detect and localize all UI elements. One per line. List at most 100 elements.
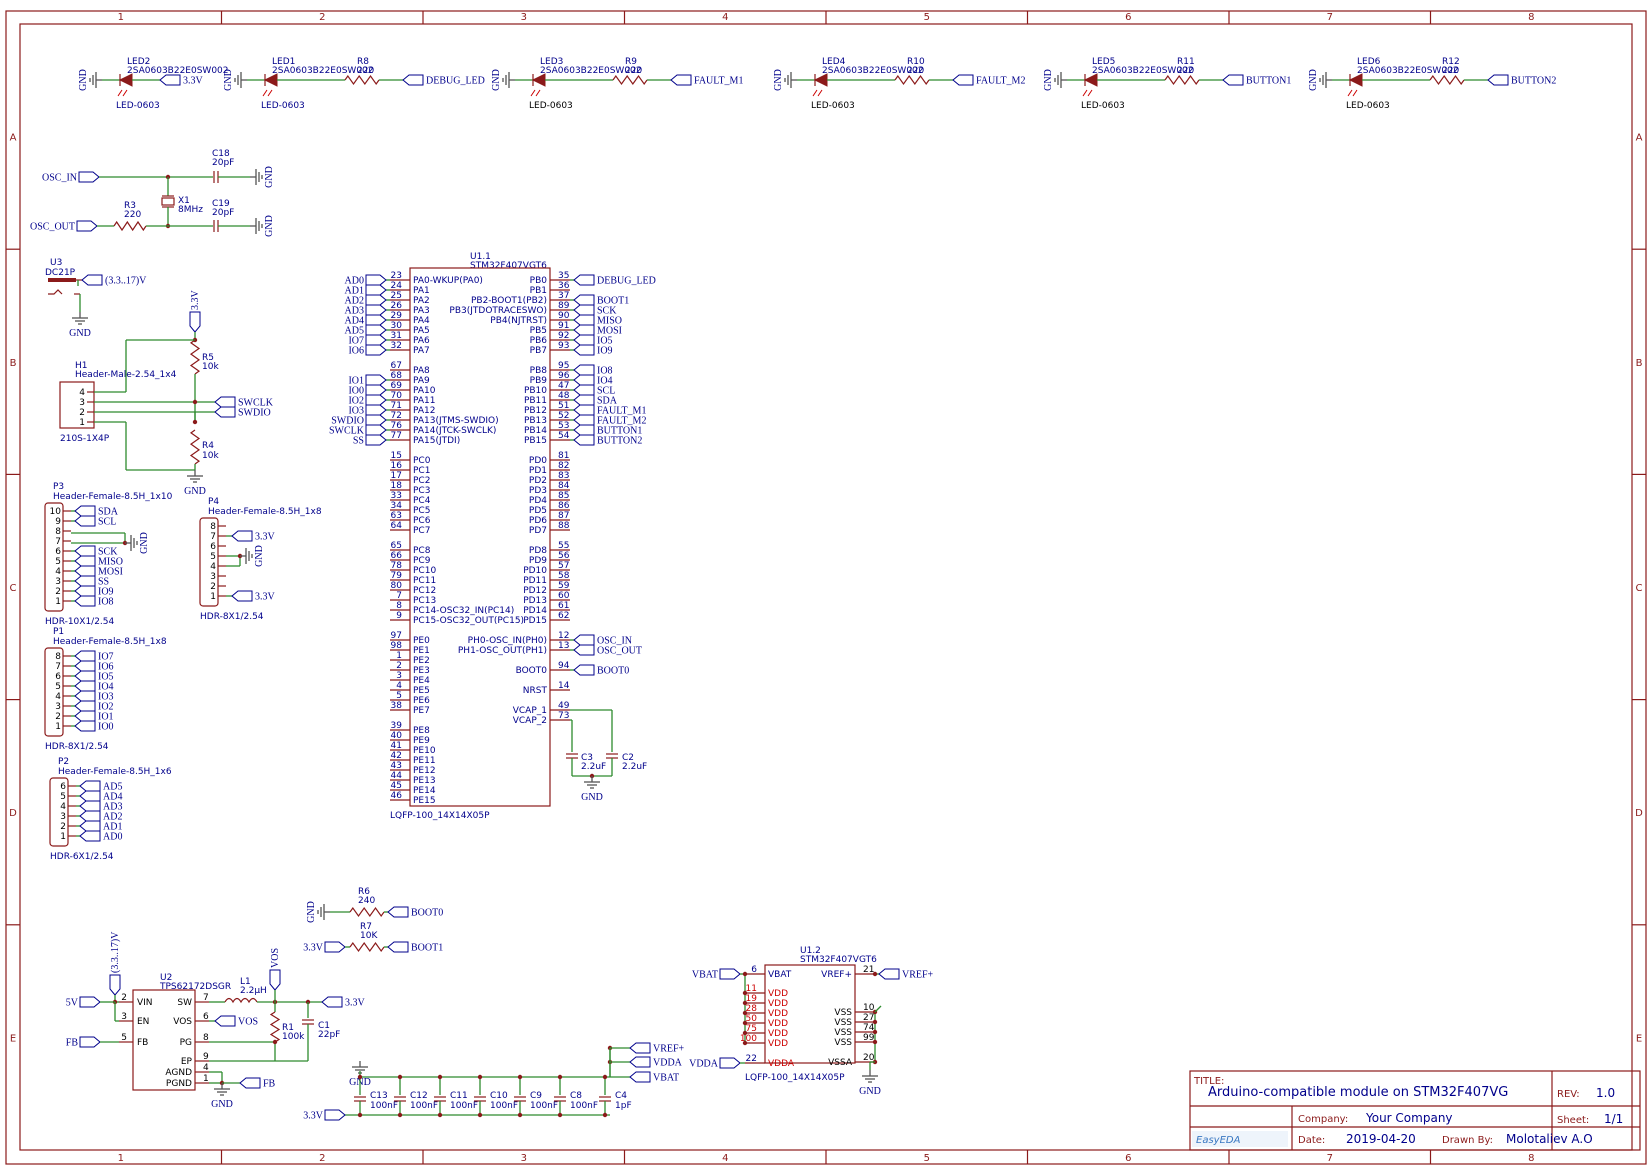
net-flag: SCL: [573, 384, 615, 397]
r6-ref: R6: [358, 887, 370, 897]
net-flag-shape: [573, 414, 595, 426]
pin-number: 96: [558, 371, 570, 381]
pin-number: 10: [50, 507, 62, 517]
row-label: D: [9, 808, 17, 819]
net-label: OSC_IN: [597, 636, 632, 647]
pin-name: VDD: [768, 1019, 788, 1029]
net-label: SWDIO: [331, 416, 364, 427]
x1-value: 8MHz: [178, 205, 203, 215]
net-label: IO2: [98, 702, 114, 713]
pin-name: PC6: [413, 516, 431, 526]
header-package: HDR-8X1/2.54: [200, 612, 264, 622]
date-label: Date:: [1298, 1135, 1325, 1146]
net-label: AD1: [345, 286, 364, 297]
column-label: 1: [118, 12, 124, 23]
net-flag-shape: [573, 314, 595, 326]
pin-number: 52: [558, 411, 569, 421]
net-flag-shape: [573, 424, 595, 436]
pin-number: 21: [863, 965, 874, 975]
pin-number: 69: [391, 381, 403, 391]
pin-number: 47: [558, 381, 569, 391]
pin-number: 25: [391, 291, 402, 301]
junction-dot: [477, 1074, 483, 1080]
net-flag-shape: [324, 941, 346, 953]
pin-number: 66: [391, 551, 403, 561]
cap-value: 100nF: [370, 1101, 398, 1111]
ground-symbol: GND: [184, 470, 206, 497]
column-label: 3: [521, 1153, 527, 1164]
net-flag: IO8: [573, 364, 613, 377]
gnd-label: GND: [69, 328, 91, 339]
net-flag: AD0: [345, 274, 387, 287]
junction-dot: [872, 1029, 878, 1035]
junction-dot: [742, 1000, 748, 1006]
header-part: Header-Female-8.5H_1x10: [53, 492, 173, 502]
header-ref: P1: [53, 627, 64, 637]
pin-number: 61: [558, 601, 569, 611]
pin-number: 1: [396, 651, 402, 661]
net-flag: VDDA: [689, 1057, 741, 1070]
net-flag: IO1: [348, 374, 387, 387]
column-label: 3: [521, 12, 527, 23]
pin-number: 4: [60, 802, 66, 812]
net-label: FAULT_M2: [597, 416, 646, 427]
led-light-icon: [1347, 89, 1358, 97]
net-flag-shape: [74, 515, 96, 527]
pin-name: PA6: [413, 336, 430, 346]
pin-number: 27: [863, 1013, 874, 1023]
net-flag: VOS: [269, 948, 281, 991]
pin-number: 7: [396, 591, 402, 601]
pin-name: PE5: [413, 686, 430, 696]
u2-part: TPS62172DSGR: [159, 982, 231, 992]
r3-ref: R3: [124, 201, 136, 211]
pin-number: 5: [55, 682, 61, 692]
pin-name: PC13: [413, 596, 436, 606]
led-part: 2SA0603B22E0SW002: [1092, 66, 1194, 76]
net-label: FB: [263, 1079, 276, 1090]
pin-number: 43: [391, 761, 402, 771]
pin-name: PD7: [529, 526, 547, 536]
net-flag-shape: [74, 670, 96, 682]
pin-name: PGND: [166, 1079, 192, 1089]
net-flag-shape: [573, 364, 595, 376]
net-label: IO4: [98, 682, 114, 693]
net-flag: AD3: [79, 800, 122, 813]
jack-contact: [48, 289, 63, 295]
pin-name: PA0-WKUP(PA0): [413, 276, 483, 286]
net-flag: MOSI: [573, 324, 622, 337]
net-label: IO0: [98, 722, 114, 733]
pin-number: 99: [863, 1033, 875, 1043]
pin-name: VBAT: [768, 970, 792, 980]
pin-name: NRST: [523, 686, 548, 696]
pin-number: 7: [55, 662, 61, 672]
junction-dot: [742, 1010, 748, 1016]
header-body: [49, 777, 69, 847]
net-label: 3.3V: [190, 290, 201, 311]
net-flag-shape: [365, 334, 387, 346]
net-flag-shape: [573, 384, 595, 396]
pin-number: 72: [391, 411, 402, 421]
pin-number: 1: [55, 597, 61, 607]
r1-ref: R1: [282, 1023, 294, 1033]
net-flag: FAULT_M2: [952, 74, 1025, 87]
pin-number: 6: [55, 672, 61, 682]
pin-number: 1: [79, 418, 85, 428]
net-flag-shape: [365, 404, 387, 416]
c19-value: 20pF: [212, 208, 234, 218]
net-flag: 3.3V: [303, 1109, 346, 1122]
u11-package: LQFP-100_14X14X05P: [390, 811, 490, 821]
net-label: AD5: [103, 782, 122, 793]
led-led3: GNDLED32SA0603B22E0SW002LED-0603R9220FAU…: [491, 57, 743, 111]
net-flag: VBAT: [629, 1071, 679, 1084]
cap-value: 100nF: [410, 1101, 438, 1111]
pin-number: 1: [203, 1074, 209, 1084]
net-label: SDA: [98, 507, 119, 518]
sheet-value: 1/1: [1604, 1112, 1623, 1126]
pin-name: PA14(JTCK-SWCLK): [413, 426, 496, 436]
sheet-title: Arduino-compatible module on STM32F407VG: [1208, 1085, 1508, 1100]
pin-name: PD2: [529, 476, 547, 486]
ground-symbol: GND: [78, 69, 102, 91]
inner-frame: [19, 23, 1633, 1151]
